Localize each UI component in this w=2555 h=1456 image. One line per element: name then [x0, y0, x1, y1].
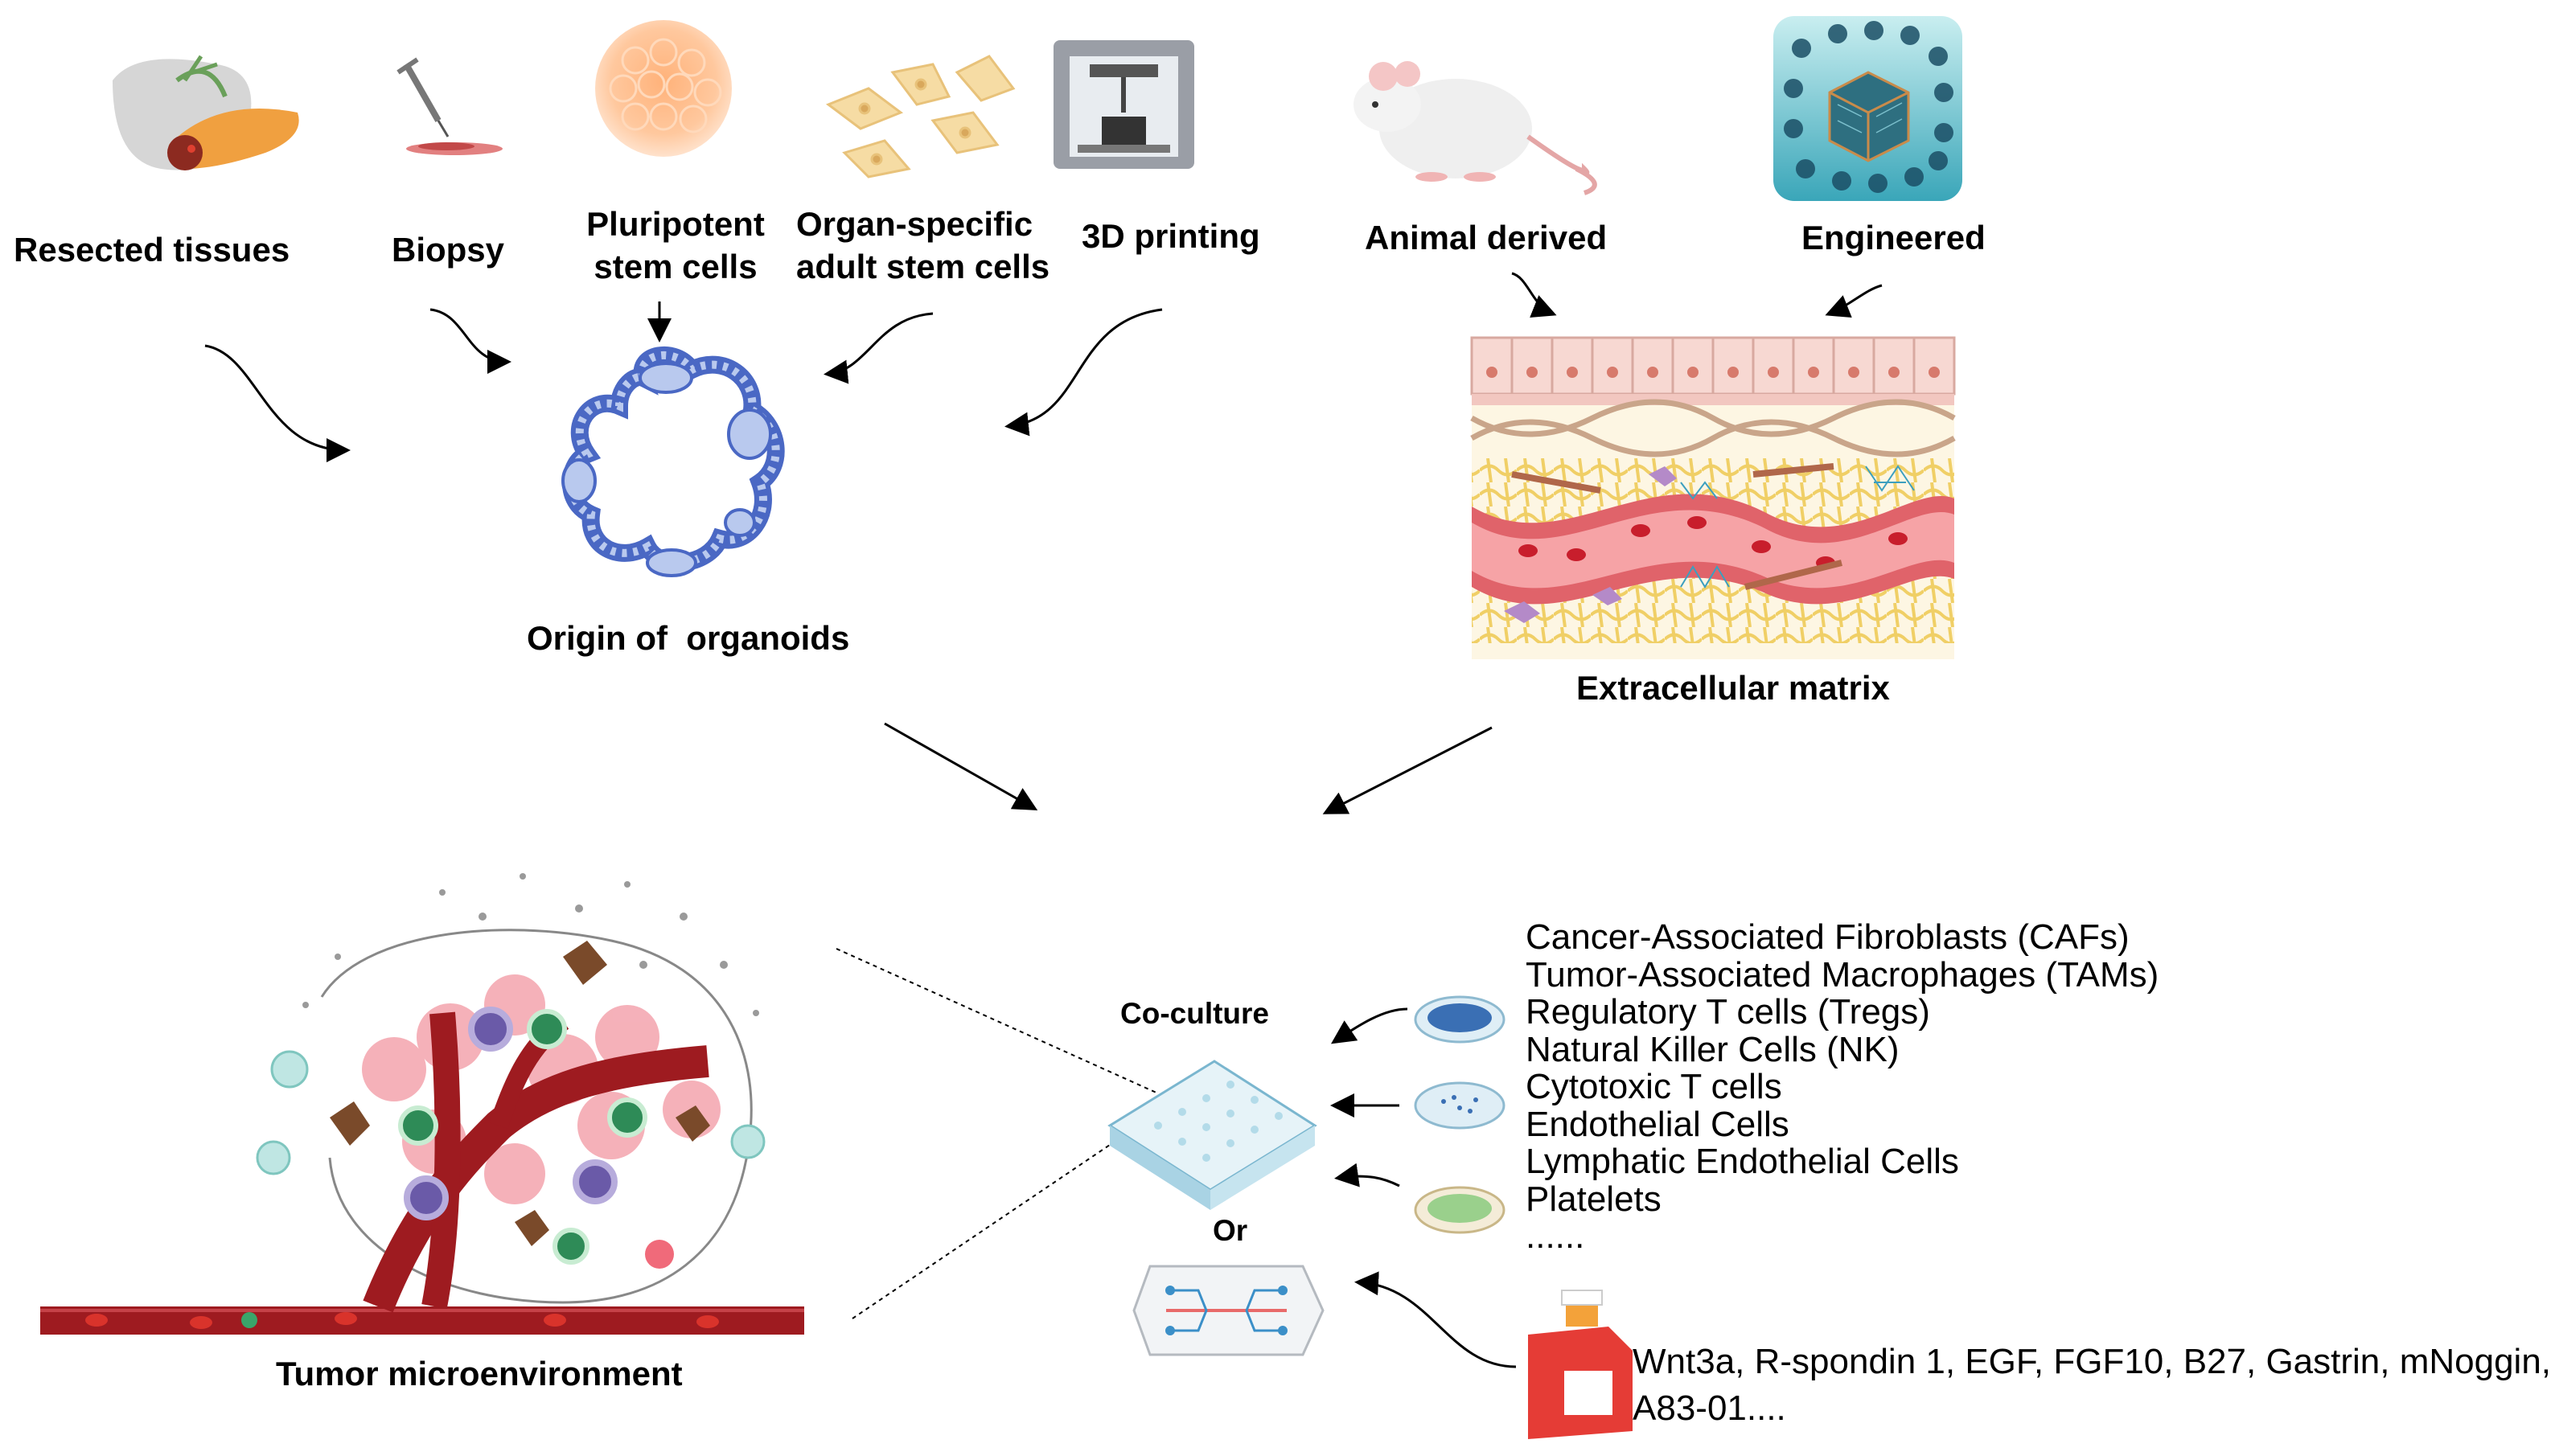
label-organ-specific-adult-stem-cells: Organ-specific adult stem cells: [796, 203, 1050, 288]
organoid-icon: [561, 347, 785, 577]
liver-icon: [113, 55, 299, 170]
factor-line: A83-01....: [1633, 1388, 1786, 1428]
label-pluripotent-stem-cells: Pluripotent stem cells: [563, 203, 788, 288]
list-item: Cytotoxic T cells: [1526, 1067, 1782, 1106]
list-item: Natural Killer Cells (NK): [1526, 1029, 1900, 1069]
label-biopsy: Biopsy: [392, 231, 505, 269]
label-or: Or: [1213, 1214, 1248, 1247]
list-item: Cancer-Associated Fibroblasts (CAFs): [1526, 917, 2130, 957]
label-line: adult stem cells: [796, 247, 1050, 285]
label-origin-of-organoids: Origin of organoids: [527, 619, 850, 657]
list-item: Platelets: [1526, 1179, 1662, 1219]
adult-stem-cells-icon: [825, 55, 1016, 178]
label-animal-derived: Animal derived: [1365, 219, 1608, 256]
label-co-culture: Co-culture: [1120, 997, 1269, 1030]
list-item: Endothelial Cells: [1526, 1104, 1789, 1144]
list-item: ......: [1526, 1216, 1585, 1256]
tumor-microenvironment-icon: [40, 873, 804, 1335]
label-resected-tissues: Resected tissues: [14, 231, 290, 269]
label-engineered: Engineered: [1801, 219, 1986, 256]
well-plate-icon: [1107, 1060, 1317, 1210]
stem-cell-sphere-icon: [595, 20, 732, 157]
label-line: Pluripotent: [586, 205, 765, 243]
label-line: stem cells: [594, 247, 758, 285]
cell-type-list: Cancer-Associated Fibroblasts (CAFs) Tum…: [1526, 917, 2159, 1256]
culture-flask-icon: [1528, 1290, 1633, 1439]
list-item: Tumor-Associated Macrophages (TAMs): [1526, 954, 2159, 995]
label-extracellular-matrix: Extracellular matrix: [1576, 669, 1890, 707]
list-item: Lymphatic Endothelial Cells: [1526, 1142, 1959, 1181]
growth-factor-list: Wnt3a, R-spondin 1, EGF, FGF10, B27, Gas…: [1633, 1339, 2551, 1432]
list-item: Regulatory T cells (Tregs): [1526, 992, 1930, 1032]
petri-dish-icon: [1414, 995, 1505, 1234]
mouse-icon: [1353, 61, 1597, 195]
engineered-scaffold-icon: [1773, 16, 1962, 201]
label-line: Organ-specific: [796, 205, 1033, 243]
label-tumor-microenvironment: Tumor microenvironment: [276, 1355, 683, 1392]
factor-line: Wnt3a, R-spondin 1, EGF, FGF10, B27, Gas…: [1633, 1342, 2552, 1381]
microfluidic-chip-icon: [1132, 1265, 1325, 1356]
label-3d-printing: 3D printing: [1082, 217, 1260, 255]
ecm-tissue-icon: [1470, 336, 1956, 659]
syringe-icon: [396, 57, 503, 155]
3d-printer-icon: [1054, 40, 1194, 169]
